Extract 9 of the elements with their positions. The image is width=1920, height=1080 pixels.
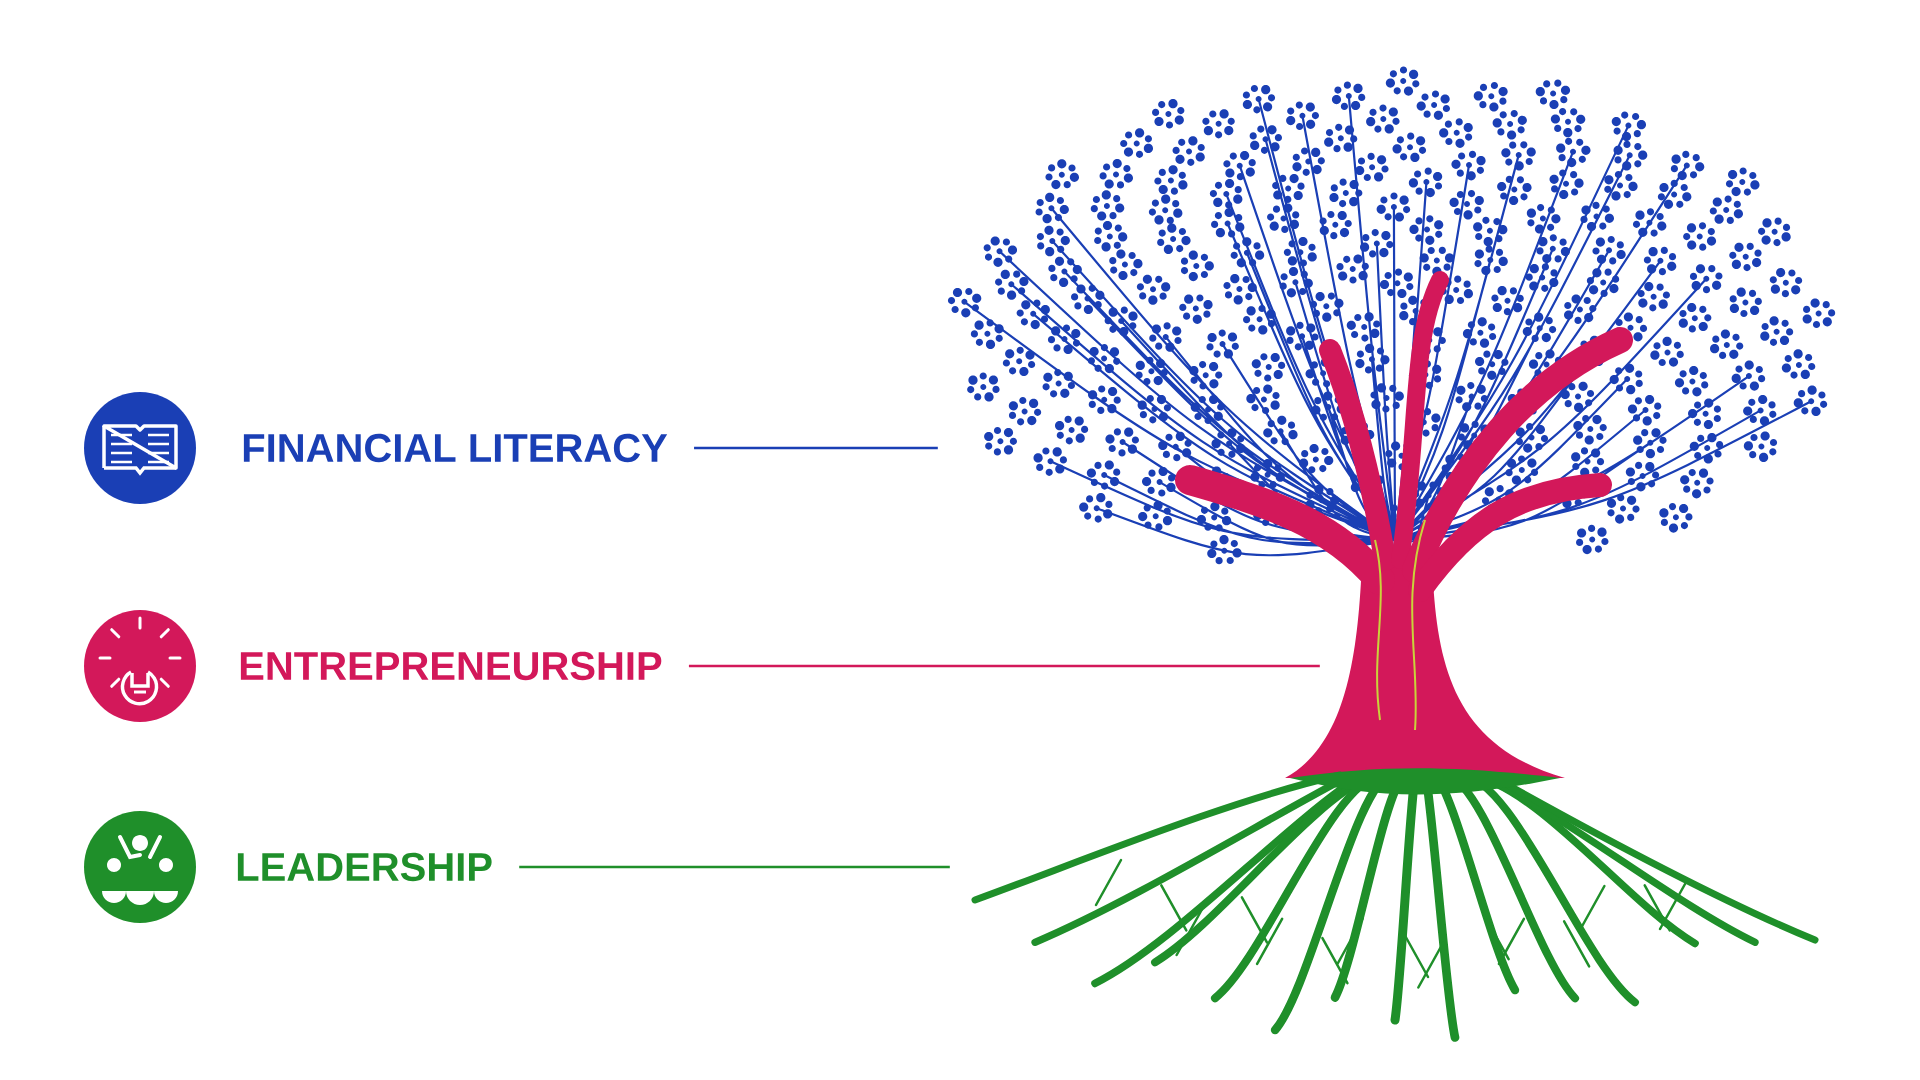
- tree-roots-drawing: [971, 768, 1819, 1042]
- label-text: FINANCIAL LITERACY: [243, 433, 668, 463]
- leader-line: [519, 865, 950, 869]
- leader-line: [688, 664, 1320, 668]
- label-text: LEADERSHIP: [237, 852, 492, 882]
- leader-line: [694, 446, 938, 450]
- label-text: ENTREPRENEURSHIP: [240, 651, 662, 681]
- tree-trunk-drawing: [1175, 271, 1633, 778]
- tree-crown-drawing: [947, 66, 1836, 565]
